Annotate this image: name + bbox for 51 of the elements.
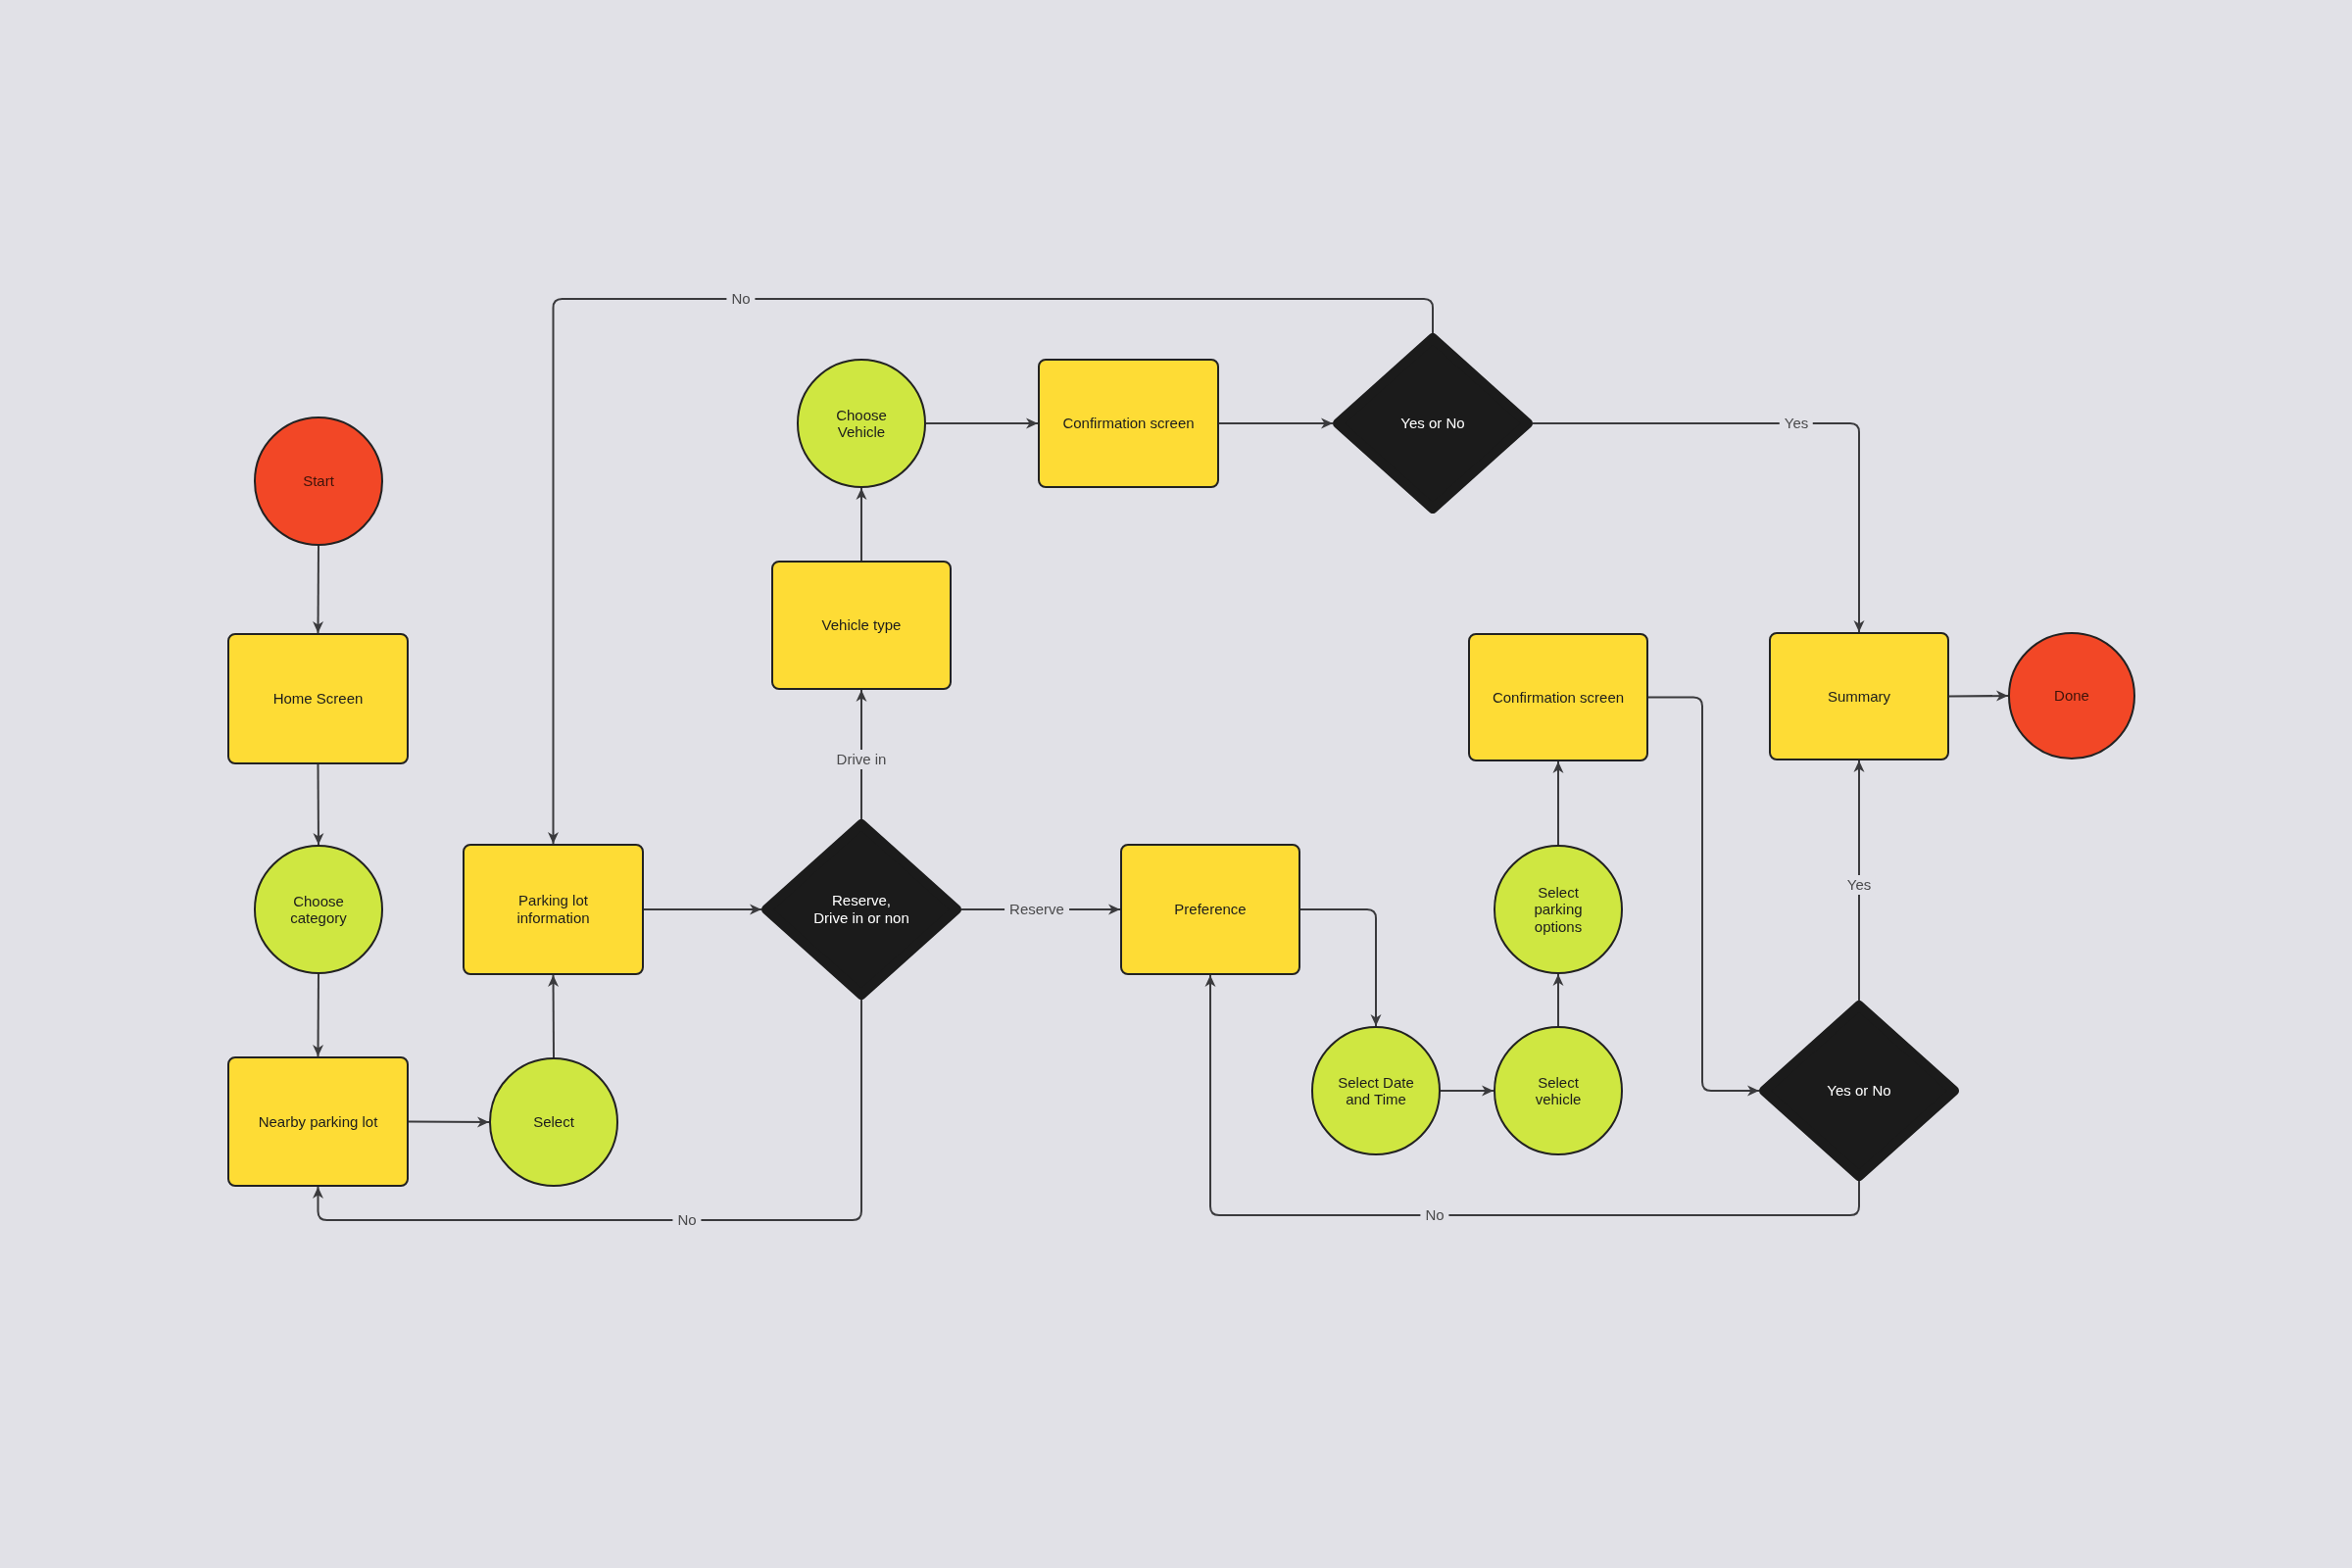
- node-label: Parking lot information: [515, 892, 591, 927]
- flow-arrow: [1552, 760, 1564, 846]
- flow-arrow: [313, 763, 324, 846]
- process-box: [1120, 844, 1300, 975]
- process-box: [227, 633, 409, 764]
- node-label: Summary: [1827, 687, 1891, 706]
- flow-arrow: [548, 974, 560, 1058]
- flow-arrow: [1532, 422, 1865, 633]
- node-label: Reserve, Drive in or non: [813, 892, 909, 927]
- flow-arrow: [313, 973, 324, 1057]
- process-box: [771, 561, 952, 690]
- node-label: Yes or No: [1400, 415, 1465, 432]
- flow-arrow: [313, 999, 862, 1221]
- node-label: Choose Vehicle: [835, 406, 888, 441]
- flow-arrow: [1299, 908, 1382, 1027]
- flow-arrow: [1948, 690, 2009, 702]
- flow-arrow: [1440, 1085, 1494, 1097]
- flow-arrow: [856, 487, 867, 562]
- process-box: [227, 1056, 409, 1187]
- node-label: Select: [533, 1113, 574, 1131]
- node-label: Select parking options: [1533, 884, 1584, 935]
- process-box: [1769, 632, 1949, 760]
- flow-arrow: [1647, 696, 1760, 1097]
- decision-diamond: [1759, 1001, 1959, 1181]
- node-label: Nearby parking lot: [258, 1112, 378, 1131]
- node-label: Choose category: [289, 892, 348, 927]
- node-label: Start: [303, 472, 334, 490]
- node-label: Vehicle type: [821, 616, 902, 634]
- node-label: Confirmation screen: [1062, 415, 1195, 432]
- node-label: Done: [2054, 687, 2089, 705]
- node-label: Select vehicle: [1534, 1073, 1583, 1108]
- flow-arrow: [643, 904, 762, 915]
- flow-arrow: [1204, 974, 1860, 1216]
- node-label: Select Date and Time: [1337, 1073, 1415, 1108]
- process-box: [1038, 359, 1219, 488]
- flow-arrow: [408, 1116, 490, 1128]
- flow-arrow: [548, 298, 1434, 845]
- flow-arrow: [1552, 973, 1564, 1027]
- process-box: [1468, 633, 1648, 761]
- node-label: Preference: [1174, 901, 1247, 918]
- flow-arrow: [313, 545, 324, 634]
- flow-arrow: [856, 689, 867, 820]
- node-label: Confirmation screen: [1492, 688, 1625, 707]
- decision-diamond: [761, 819, 961, 1000]
- flow-arrow: [1218, 417, 1334, 429]
- node-label: Yes or No: [1827, 1082, 1891, 1100]
- flow-arrow: [1853, 760, 1865, 1002]
- decision-diamond: [1333, 333, 1533, 514]
- process-box: [463, 844, 644, 975]
- flow-arrow: [925, 417, 1039, 429]
- node-label: Home Screen: [272, 690, 364, 708]
